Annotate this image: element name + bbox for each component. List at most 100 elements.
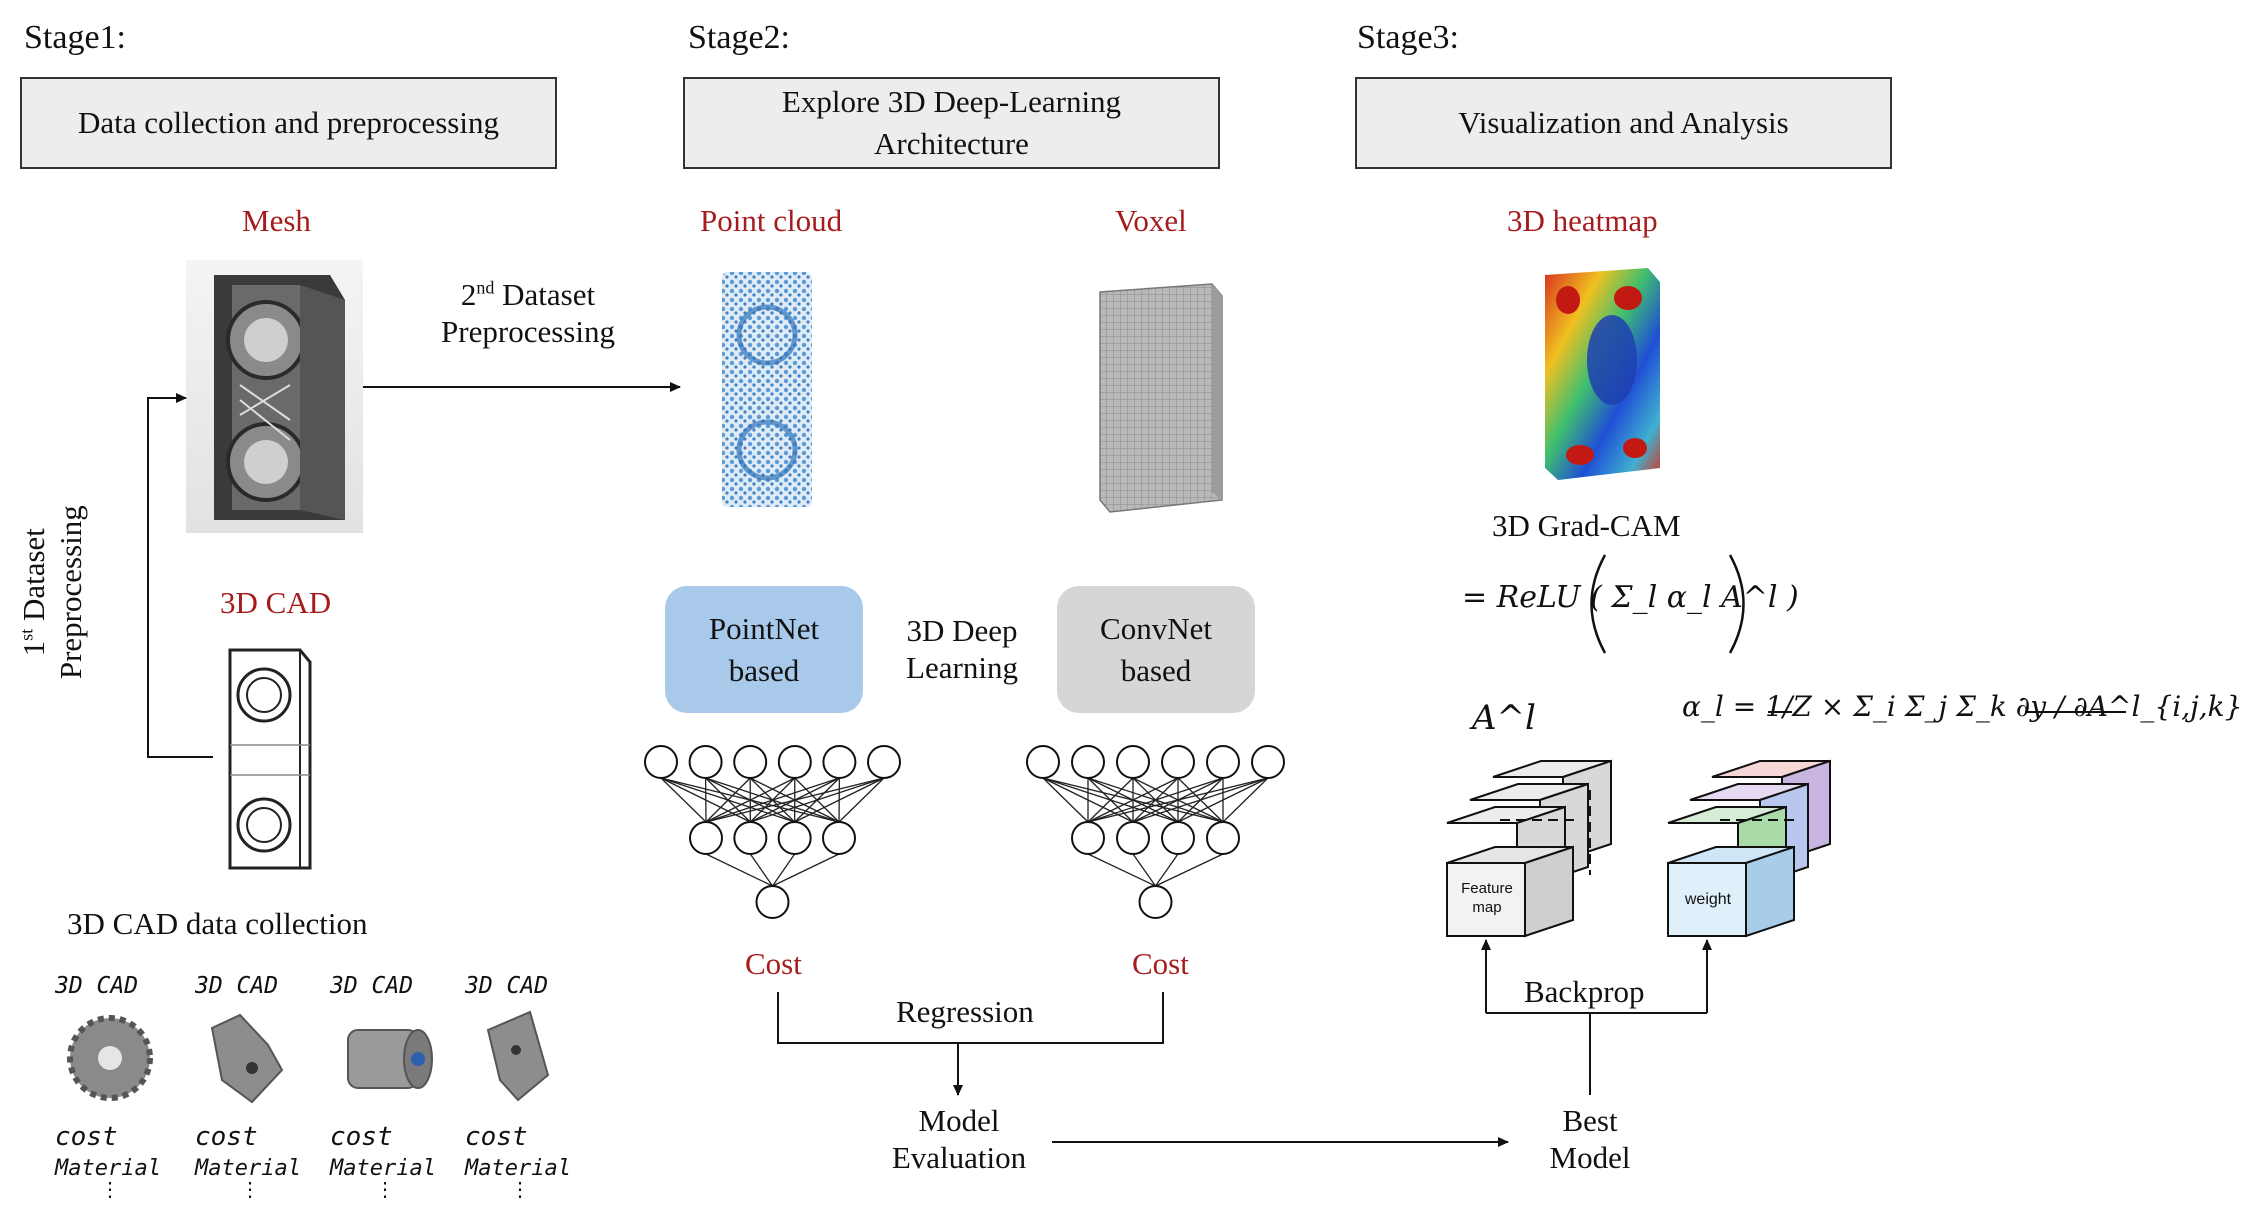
convnet-line1: ConvNet bbox=[1100, 610, 1212, 646]
nn-edge bbox=[1087, 777, 1179, 823]
feature-map-label: Feature map bbox=[1449, 880, 1525, 918]
cad-label: 3D CAD bbox=[220, 585, 332, 620]
first-preproc-line1: Dataset bbox=[15, 528, 51, 629]
model-evaluation-label: Model Evaluation bbox=[884, 1102, 1034, 1176]
sample-cylinder-icon bbox=[347, 1029, 433, 1089]
sample-more: ⋮ bbox=[100, 1179, 120, 1201]
nn-edge bbox=[750, 777, 885, 823]
sample-title: 3D CAD bbox=[55, 973, 139, 999]
sample-material: Material bbox=[330, 1156, 436, 1181]
sample-more: ⋮ bbox=[240, 1179, 260, 1201]
nn-node bbox=[822, 745, 857, 779]
feature-map-cubes bbox=[1446, 759, 1612, 938]
pointnet-line1: PointNet bbox=[708, 610, 820, 646]
heatmap-label: 3D heatmap bbox=[1507, 203, 1658, 238]
first-preproc-ordinal: 1 bbox=[15, 640, 51, 657]
sample-material: Material bbox=[195, 1156, 301, 1181]
stage3-label: Stage3: bbox=[1357, 19, 1459, 56]
pointnet-box: PointNet based bbox=[665, 586, 863, 713]
nn-edge bbox=[1087, 853, 1156, 887]
nn-node bbox=[689, 821, 723, 855]
nn-edge bbox=[1132, 853, 1157, 887]
first-preproc-sup: st bbox=[16, 628, 37, 641]
stage2-box: Explore 3D Deep-Learning Architecture bbox=[683, 77, 1220, 169]
sample-cost: cost bbox=[195, 1122, 258, 1152]
nn-node bbox=[755, 885, 790, 919]
model-eval-line2: Evaluation bbox=[891, 1140, 1027, 1176]
nn-edge bbox=[771, 853, 796, 887]
regression-connector bbox=[777, 992, 1164, 1044]
alpha-formula: α_l = 1/Z × Σ_i Σ_j Σ_k ∂y / ∂A^l_{i,j,k… bbox=[1682, 690, 2242, 723]
gradcam-formula: = ReLU ( Σ_l α_l A^l ) bbox=[1462, 580, 1799, 616]
stage2-label: Stage2: bbox=[688, 19, 790, 56]
pointcloud-label: Point cloud bbox=[700, 203, 843, 238]
collection-label: 3D CAD data collection bbox=[67, 906, 368, 941]
second-preproc-ordinal: 2 bbox=[460, 277, 477, 312]
first-preprocessing-label: 1st Dataset Preprocessing bbox=[15, 482, 89, 702]
voxel-label: Voxel bbox=[1115, 203, 1187, 238]
nn-node bbox=[1161, 745, 1195, 779]
nn-node bbox=[1251, 745, 1285, 779]
second-preproc-line1: Dataset bbox=[494, 277, 596, 312]
deep-learning-line2: Learning bbox=[906, 650, 1018, 686]
model-eval-line1: Model bbox=[918, 1103, 1000, 1138]
stage3-box: Visualization and Analysis bbox=[1355, 77, 1892, 169]
cad-image bbox=[228, 648, 312, 870]
feature-map-line1: Feature bbox=[1461, 880, 1513, 897]
stage2-box-line1: Explore 3D Deep-Learning bbox=[781, 84, 1122, 120]
nn-node bbox=[733, 821, 768, 855]
nn-node bbox=[822, 821, 856, 855]
stage1-label: Stage1: bbox=[24, 19, 126, 56]
regression-label: Regression bbox=[896, 994, 1034, 1029]
nn-node bbox=[688, 745, 723, 779]
sample-more: ⋮ bbox=[510, 1179, 530, 1201]
sample-more: ⋮ bbox=[375, 1179, 395, 1201]
weight-label: weight bbox=[1684, 891, 1732, 908]
best-model-line2: Model bbox=[1549, 1140, 1631, 1176]
sample-title: 3D CAD bbox=[195, 973, 279, 999]
nn-edge bbox=[1132, 777, 1269, 823]
nn-node bbox=[777, 821, 812, 855]
nn-node bbox=[1161, 821, 1195, 855]
mesh-image bbox=[186, 260, 363, 533]
nn-edge bbox=[794, 777, 885, 823]
convnet-box: ConvNet based bbox=[1057, 586, 1255, 713]
sample-material: Material bbox=[55, 1156, 161, 1181]
gradcam-big-paren-icon bbox=[1590, 554, 1745, 654]
sample-cost: cost bbox=[465, 1122, 528, 1152]
nn-edge bbox=[705, 777, 885, 823]
nn-edge bbox=[1087, 777, 1224, 823]
nn-edge bbox=[705, 777, 840, 823]
feature-map-line2: map bbox=[1472, 898, 1502, 916]
nn-edge bbox=[1087, 777, 1134, 823]
nn-node bbox=[1206, 745, 1240, 779]
deep-learning-line1: 3D Deep bbox=[906, 613, 1018, 648]
gradcam-label: 3D Grad-CAM bbox=[1492, 508, 1681, 543]
nn-node bbox=[867, 745, 901, 779]
sample-plate-icon bbox=[486, 1010, 550, 1102]
activation-symbol: A^l bbox=[1472, 698, 1536, 738]
nn-edge bbox=[1177, 777, 1269, 823]
nn-node bbox=[777, 745, 812, 779]
stage1-box-text: Data collection and preprocessing bbox=[78, 105, 499, 141]
sample-title: 3D CAD bbox=[465, 973, 549, 999]
sample-gear-icon bbox=[67, 1015, 153, 1101]
stage2-box-line2: Architecture bbox=[874, 126, 1029, 161]
sample-cost: cost bbox=[330, 1122, 393, 1152]
sample-bracket-icon bbox=[210, 1013, 284, 1104]
nn-node bbox=[644, 745, 678, 779]
best-model-label: Best Model bbox=[1540, 1102, 1640, 1176]
nn-node bbox=[1071, 821, 1105, 855]
gradcam-formula-text: = ReLU ( Σ_l α_l A^l ) bbox=[1462, 580, 1799, 615]
nn-edge bbox=[705, 853, 773, 887]
voxel-image bbox=[1099, 283, 1223, 513]
cost-left-label: Cost bbox=[745, 946, 802, 981]
first-preprocessing-arrow bbox=[147, 393, 213, 758]
convnet-line2: based bbox=[1120, 652, 1192, 688]
pointnet-neural-network bbox=[644, 745, 901, 919]
nn-edge bbox=[749, 853, 774, 887]
cost-right-label: Cost bbox=[1132, 946, 1189, 981]
nn-node bbox=[1138, 885, 1173, 919]
weight-cubes bbox=[1667, 759, 1831, 938]
nn-edge bbox=[1042, 777, 1089, 823]
